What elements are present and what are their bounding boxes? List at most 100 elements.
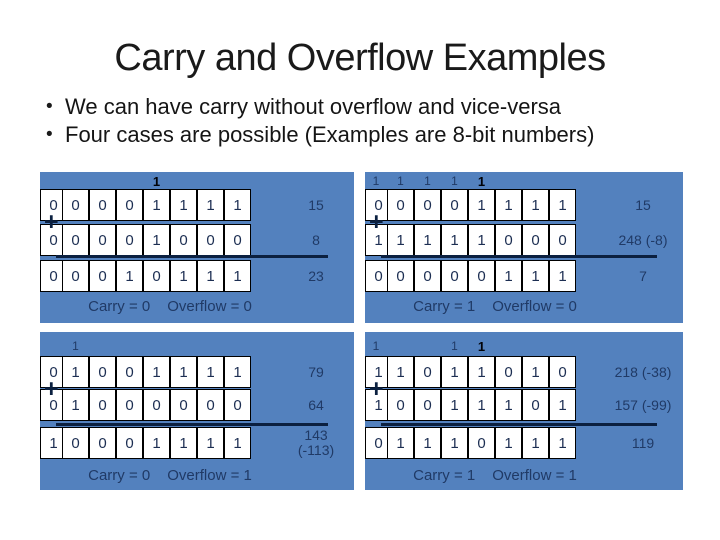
bit-cell: 1 xyxy=(143,427,170,459)
bit-cell: 1 xyxy=(197,356,224,388)
bullet-item: • Four cases are possible (Examples are … xyxy=(46,121,686,149)
operand2-decimal: 8 xyxy=(312,231,320,248)
bit-cell: 1 xyxy=(197,260,224,292)
carry-bit xyxy=(143,338,170,354)
row-spacer xyxy=(251,224,278,256)
bit-cell: 0 xyxy=(197,389,224,421)
carry-bit xyxy=(549,173,576,189)
bit-cell: 0 xyxy=(197,224,224,256)
operand2-decimal: 64 xyxy=(308,396,324,413)
bit-cell: 0 xyxy=(89,260,116,292)
bit-cell: 1 xyxy=(522,356,549,388)
bit-cell: 1 xyxy=(522,427,549,459)
bullet-text: Four cases are possible (Examples are 8-… xyxy=(65,122,595,147)
bit-cell: 1 xyxy=(549,389,576,421)
bit-cell: 0 xyxy=(549,356,576,388)
row-spacer xyxy=(251,356,278,388)
carry-bit xyxy=(197,338,224,354)
bit-cell: 1 xyxy=(414,224,441,256)
bit-cell: 0 xyxy=(170,224,197,256)
carry-bit xyxy=(414,338,441,354)
bit-cell: 0 xyxy=(116,224,143,256)
bit-cell: 0 xyxy=(89,356,116,388)
bit-cell: 1 xyxy=(224,260,251,292)
bit-cell: 0 xyxy=(414,260,441,292)
bit-cell: 0 xyxy=(522,389,549,421)
bit-cell: 1 xyxy=(197,427,224,459)
bit-cell: 1 xyxy=(224,427,251,459)
operand2-decimal: 157 (-99) xyxy=(614,396,672,413)
plus-sign: + xyxy=(44,208,59,236)
bit-cell: 0 xyxy=(549,224,576,256)
result-decimal: 23 xyxy=(308,267,324,284)
result-decimal: 143 (-113) xyxy=(297,427,335,458)
sum-line xyxy=(381,423,657,426)
bullet-item: • We can have carry without overflow and… xyxy=(46,93,686,121)
bit-cell: 1 xyxy=(62,356,89,388)
bit-cell: 0 xyxy=(414,356,441,388)
bit-cell: 0 xyxy=(495,356,522,388)
bit-cell: 1 xyxy=(414,427,441,459)
bullet-icon: • xyxy=(46,124,53,145)
bit-cell: 0 xyxy=(224,389,251,421)
carry-bit xyxy=(89,338,116,354)
bit-cell: 0 xyxy=(224,224,251,256)
bit-cell: 1 xyxy=(441,389,468,421)
bit-cell: 0 xyxy=(143,389,170,421)
row-spacer xyxy=(251,389,278,421)
carry-bit: 1 xyxy=(477,173,486,189)
result-decimal: 7 xyxy=(639,267,647,284)
bit-cell: 1 xyxy=(441,356,468,388)
carry-bit: 1 xyxy=(451,173,458,188)
bit-cell: 0 xyxy=(441,260,468,292)
bit-cell: 0 xyxy=(116,427,143,459)
row-spacer xyxy=(576,189,603,221)
row-spacer xyxy=(251,189,278,221)
carry-bit xyxy=(251,173,278,189)
carry-bit xyxy=(116,173,143,189)
bit-cell: 0 xyxy=(414,389,441,421)
carry-bit xyxy=(224,338,251,354)
bit-cell: 0 xyxy=(387,389,414,421)
bit-cell: 1 xyxy=(468,356,495,388)
bit-cell: 0 xyxy=(89,189,116,221)
bit-cell: 1 xyxy=(549,427,576,459)
row-spacer xyxy=(576,356,603,388)
bit-cell: 0 xyxy=(62,260,89,292)
bit-cell: 1 xyxy=(62,389,89,421)
operand1-decimal: 79 xyxy=(308,363,324,380)
bit-cell: 0 xyxy=(62,224,89,256)
carry-bit xyxy=(62,173,89,189)
carry-bit xyxy=(576,338,603,354)
bit-cell: 1 xyxy=(549,189,576,221)
bit-cell: 1 xyxy=(468,224,495,256)
bit-cell: 1 xyxy=(522,260,549,292)
carry-out-bit xyxy=(40,338,62,354)
carry-out-bit: 1 xyxy=(372,173,380,188)
bit-cell: 1 xyxy=(387,427,414,459)
bit-cell: 1 xyxy=(224,189,251,221)
bit-cell: 1 xyxy=(495,260,522,292)
carry-bit xyxy=(251,338,278,354)
plus-sign: + xyxy=(369,208,384,236)
overflow-flag: Overflow = 0 xyxy=(492,298,577,315)
overflow-flag: Overflow = 1 xyxy=(167,467,252,484)
bit-cell: 0 xyxy=(495,224,522,256)
carry-bit xyxy=(522,173,549,189)
carry-bit xyxy=(224,173,251,189)
sum-line xyxy=(381,255,657,258)
bit-cell: 1 xyxy=(170,356,197,388)
